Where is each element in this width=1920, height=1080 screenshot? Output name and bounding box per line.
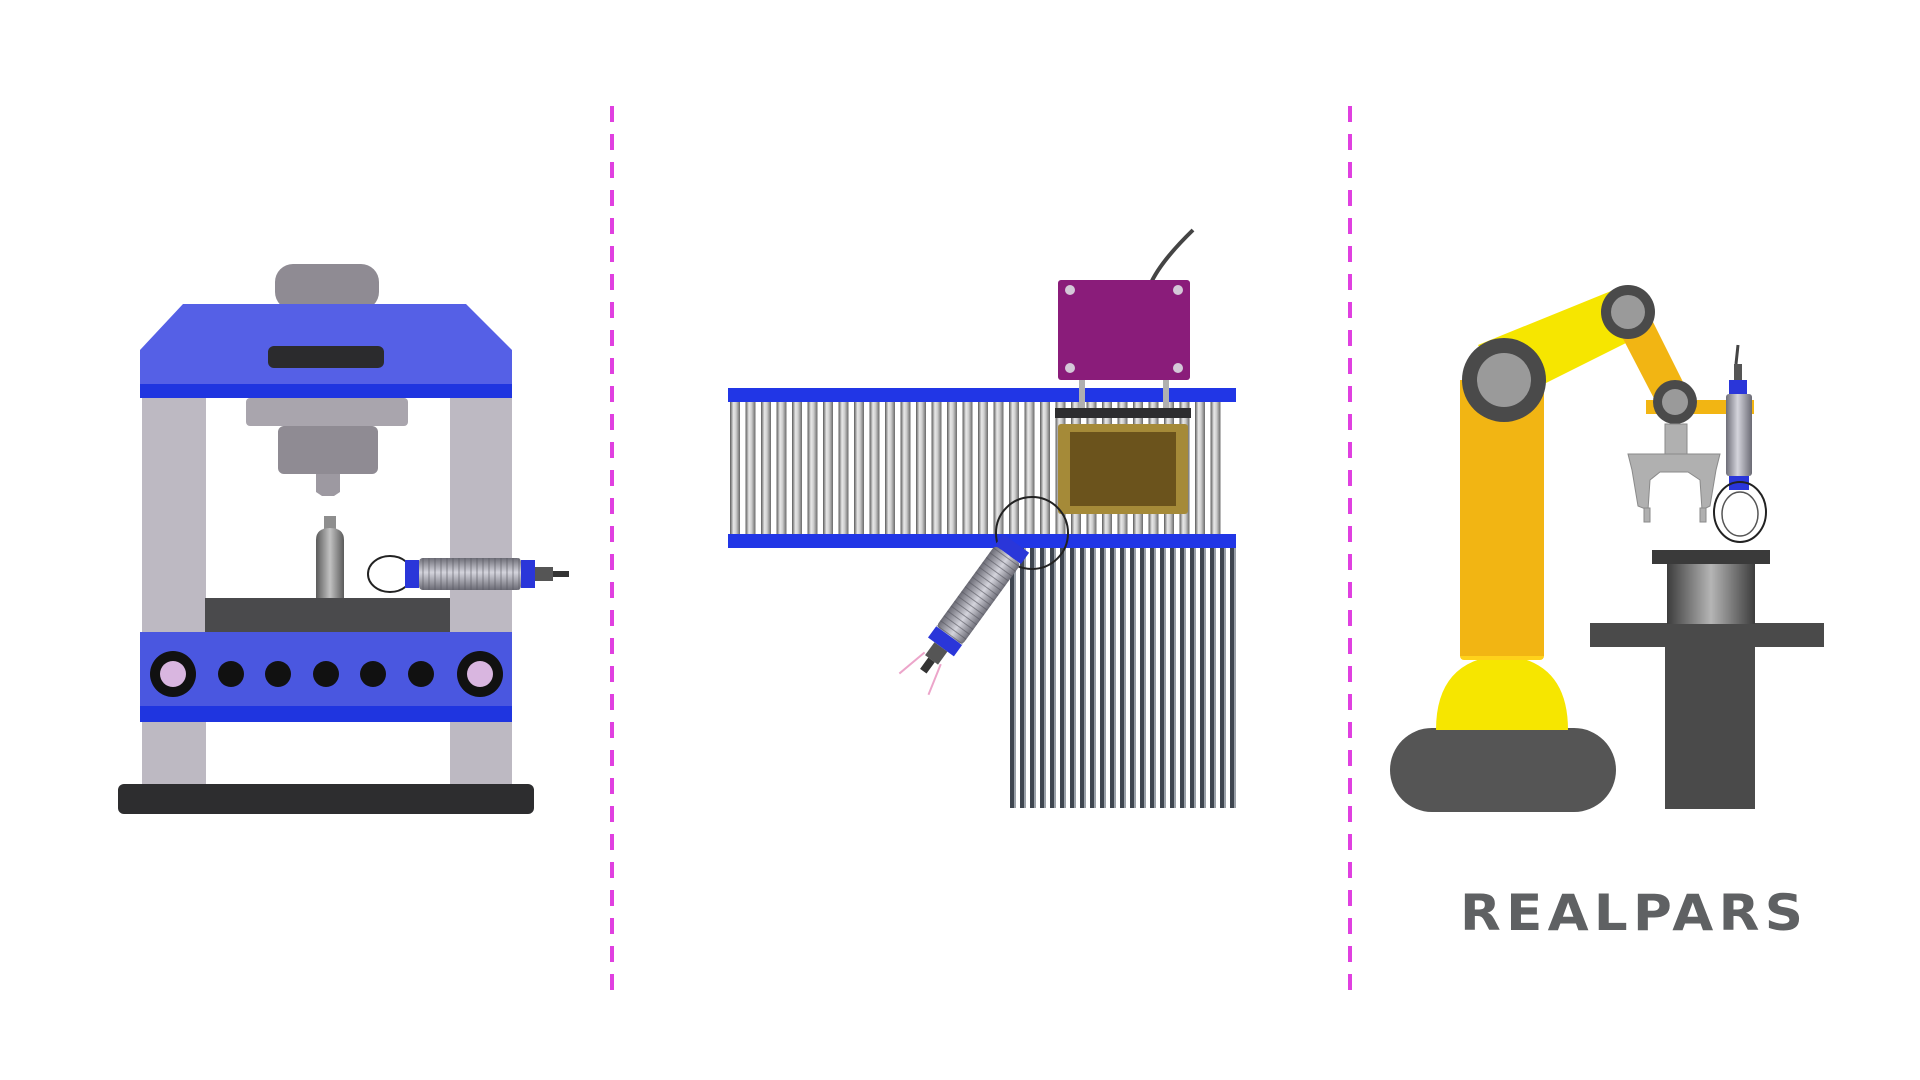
press-control-stripe — [140, 706, 512, 722]
inductive-proximity-sensor-icon — [1713, 344, 1767, 543]
press-bed — [205, 598, 450, 632]
conveyor-roller — [947, 400, 957, 534]
robot-lower-arm — [1460, 380, 1544, 656]
station-column — [1665, 647, 1755, 809]
press-ram-plate — [246, 398, 408, 426]
controller-screws — [1065, 285, 1183, 373]
hydraulic-press-icon — [118, 264, 569, 814]
robot-gripper — [1627, 423, 1721, 523]
press-ram-body — [278, 426, 378, 474]
conveyor-roller — [869, 400, 880, 534]
conveyor-roller — [978, 400, 988, 534]
conveyor-roller — [730, 400, 740, 534]
conveyor-box — [1070, 432, 1176, 506]
conveyor-roller — [993, 400, 1004, 534]
controller-leg-left — [1079, 380, 1085, 410]
conveyor-roller — [854, 400, 864, 534]
press-base — [118, 784, 534, 814]
conveyor-roller — [1040, 400, 1050, 534]
controller-leg-right — [1163, 380, 1169, 410]
controller-cable — [1148, 228, 1195, 286]
conveyor-roller — [838, 400, 849, 534]
conveyor-rail-bottom — [728, 534, 1236, 548]
conveyor-roller — [745, 400, 756, 534]
conveyor-roller — [1009, 400, 1019, 534]
conveyor-chute — [1010, 548, 1236, 808]
press-pillar-left — [142, 398, 206, 786]
press-cylinder-top — [275, 264, 379, 310]
conveyor-roller — [916, 400, 926, 534]
press-control-buttons — [150, 651, 503, 697]
conveyor-box-lid — [1055, 408, 1191, 418]
press-workpiece — [316, 516, 344, 610]
conveyor-roller — [807, 400, 818, 534]
conveyor-roller — [1024, 400, 1035, 534]
sensor-detection-zone — [995, 496, 1069, 570]
inductive-proximity-sensor-icon — [367, 555, 569, 593]
robot-arm-icon — [1390, 285, 1824, 812]
conveyor-roller — [792, 400, 802, 534]
conveyor-roller — [776, 400, 787, 534]
press-top-stripe — [140, 384, 512, 398]
press-pillar-right — [450, 398, 512, 786]
conveyor-roller — [1195, 400, 1205, 534]
realpars-logo: REALPARS — [1460, 884, 1809, 942]
conveyor-roller — [823, 400, 833, 534]
roller-conveyor-icon — [728, 228, 1236, 808]
press-top-frame — [140, 304, 512, 386]
station-table-top — [1590, 623, 1824, 647]
station-cup — [1667, 564, 1755, 624]
conveyor-roller — [900, 400, 911, 534]
press-ram-tip — [316, 474, 340, 496]
press-top-slot — [268, 346, 384, 368]
conveyor-rail-top — [728, 388, 1236, 402]
robot-track — [1390, 728, 1616, 812]
conveyor-roller — [761, 400, 771, 534]
station-cup-rim — [1652, 550, 1770, 564]
conveyor-roller — [1210, 400, 1221, 534]
conveyor-roller — [885, 400, 895, 534]
inductive-proximity-sensor-icon — [898, 533, 1030, 696]
controller-box — [1058, 280, 1190, 380]
conveyor-roller — [962, 400, 973, 534]
conveyor-roller — [931, 400, 942, 534]
robot-base-dome — [1436, 655, 1568, 730]
